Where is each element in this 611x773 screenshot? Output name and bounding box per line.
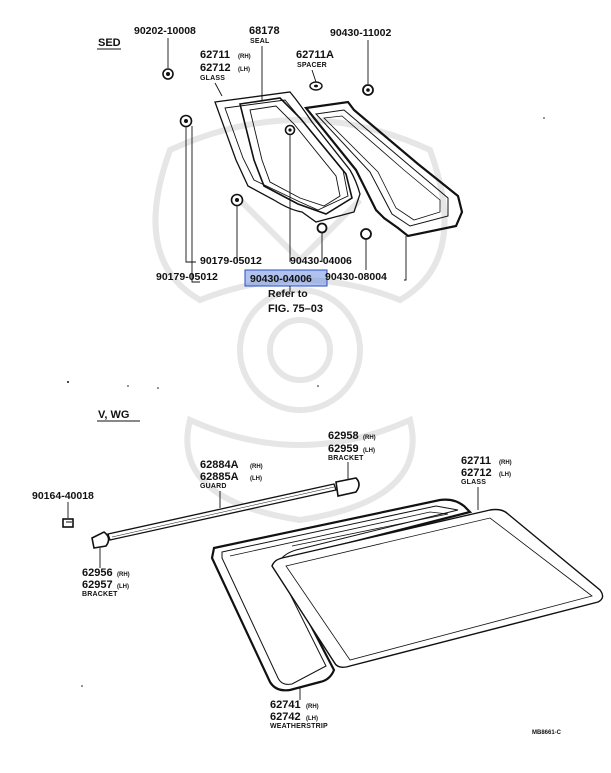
part-62959[interactable]: 62959	[328, 443, 359, 455]
label-bracket-lower: BRACKET	[82, 591, 118, 598]
refer-to-text: Refer to	[268, 288, 308, 300]
part-62711-vwg[interactable]: 62711	[461, 455, 491, 467]
bracket-62958	[335, 477, 360, 497]
part-62711-sed[interactable]: 62711	[200, 49, 230, 61]
section-label-sed: SED	[98, 37, 121, 49]
part-62741[interactable]: 62741	[270, 699, 301, 711]
vwg-glass-pane	[271, 508, 604, 669]
suffix-lh: (LH)	[306, 716, 318, 722]
guard-rod	[107, 483, 337, 541]
highlight-box	[244, 269, 328, 287]
part-90430-08004[interactable]: 90430-08004	[325, 271, 387, 283]
suffix-lh: (LH)	[117, 584, 129, 590]
suffix-rh: (RH)	[306, 704, 319, 710]
suffix-lh: (LH)	[250, 476, 262, 482]
suffix-rh: (RH)	[117, 572, 130, 578]
part-90164-40018[interactable]: 90164-40018	[32, 490, 94, 502]
suffix-lh: (LH)	[499, 472, 511, 478]
label-seal: SEAL	[250, 38, 270, 45]
sed-glass-panel	[214, 91, 361, 223]
clip-left	[179, 114, 193, 128]
suffix-lh: (LH)	[363, 448, 375, 454]
screw-90164	[62, 518, 74, 528]
nut-90430-08004	[360, 228, 372, 240]
label-glass-vwg: GLASS	[461, 479, 486, 486]
part-62742[interactable]: 62742	[270, 711, 301, 723]
sed-section: SED 90202-10008 68178 SEAL 90430-11002 6…	[97, 25, 464, 315]
label-weatherstrip: WEATHERSTRIP	[270, 723, 328, 730]
part-90430-04006-b[interactable]: 90430-04006	[250, 273, 312, 285]
part-62712-sed[interactable]: 62712	[200, 62, 231, 74]
vwg-section: V, WG 62958 (RH) 62959 (LH) BRACKET 6288…	[32, 409, 604, 736]
sed-seal	[239, 97, 353, 215]
part-62885A[interactable]: 62885A	[200, 471, 239, 483]
suffix-rh: (RH)	[363, 435, 376, 441]
section-label-vwg: V, WG	[98, 409, 129, 421]
nut-center	[284, 124, 296, 136]
part-90202-10008[interactable]: 90202-10008	[134, 25, 196, 37]
watermark-emblem	[152, 117, 448, 524]
part-68178[interactable]: 68178	[249, 25, 280, 37]
label-guard: GUARD	[200, 483, 227, 490]
part-62711A[interactable]: 62711A	[296, 49, 334, 61]
part-90179-05012-b[interactable]: 90179-05012	[156, 271, 218, 283]
figure-code: MB8661-C	[532, 730, 562, 736]
part-62712-vwg[interactable]: 62712	[461, 467, 492, 479]
spacer-62711A	[309, 81, 323, 91]
nut-90202	[162, 68, 174, 80]
part-62957[interactable]: 62957	[82, 579, 113, 591]
label-spacer: SPACER	[297, 62, 327, 69]
label-bracket-upper: BRACKET	[328, 455, 364, 462]
bracket-62956	[91, 531, 110, 549]
suffix-rh: (RH)	[238, 54, 251, 60]
nut-90430-04006	[316, 222, 328, 234]
refer-figure-link[interactable]: FIG. 75–03	[268, 303, 323, 315]
part-90430-04006-a[interactable]: 90430-04006	[290, 255, 352, 267]
nut-90430-11002	[362, 84, 374, 96]
suffix-lh: (LH)	[238, 67, 250, 73]
clip-mid	[230, 193, 244, 207]
part-62956[interactable]: 62956	[82, 567, 113, 579]
part-62958[interactable]: 62958	[328, 430, 359, 442]
suffix-rh: (RH)	[499, 460, 512, 466]
label-glass: GLASS	[200, 75, 225, 82]
suffix-rh: (RH)	[250, 464, 263, 470]
part-90430-11002[interactable]: 90430-11002	[330, 27, 391, 39]
scan-specks	[67, 117, 545, 687]
part-62884A[interactable]: 62884A	[200, 459, 239, 471]
part-90179-05012-a[interactable]: 90179-05012	[200, 255, 262, 267]
sed-frame	[303, 100, 464, 238]
